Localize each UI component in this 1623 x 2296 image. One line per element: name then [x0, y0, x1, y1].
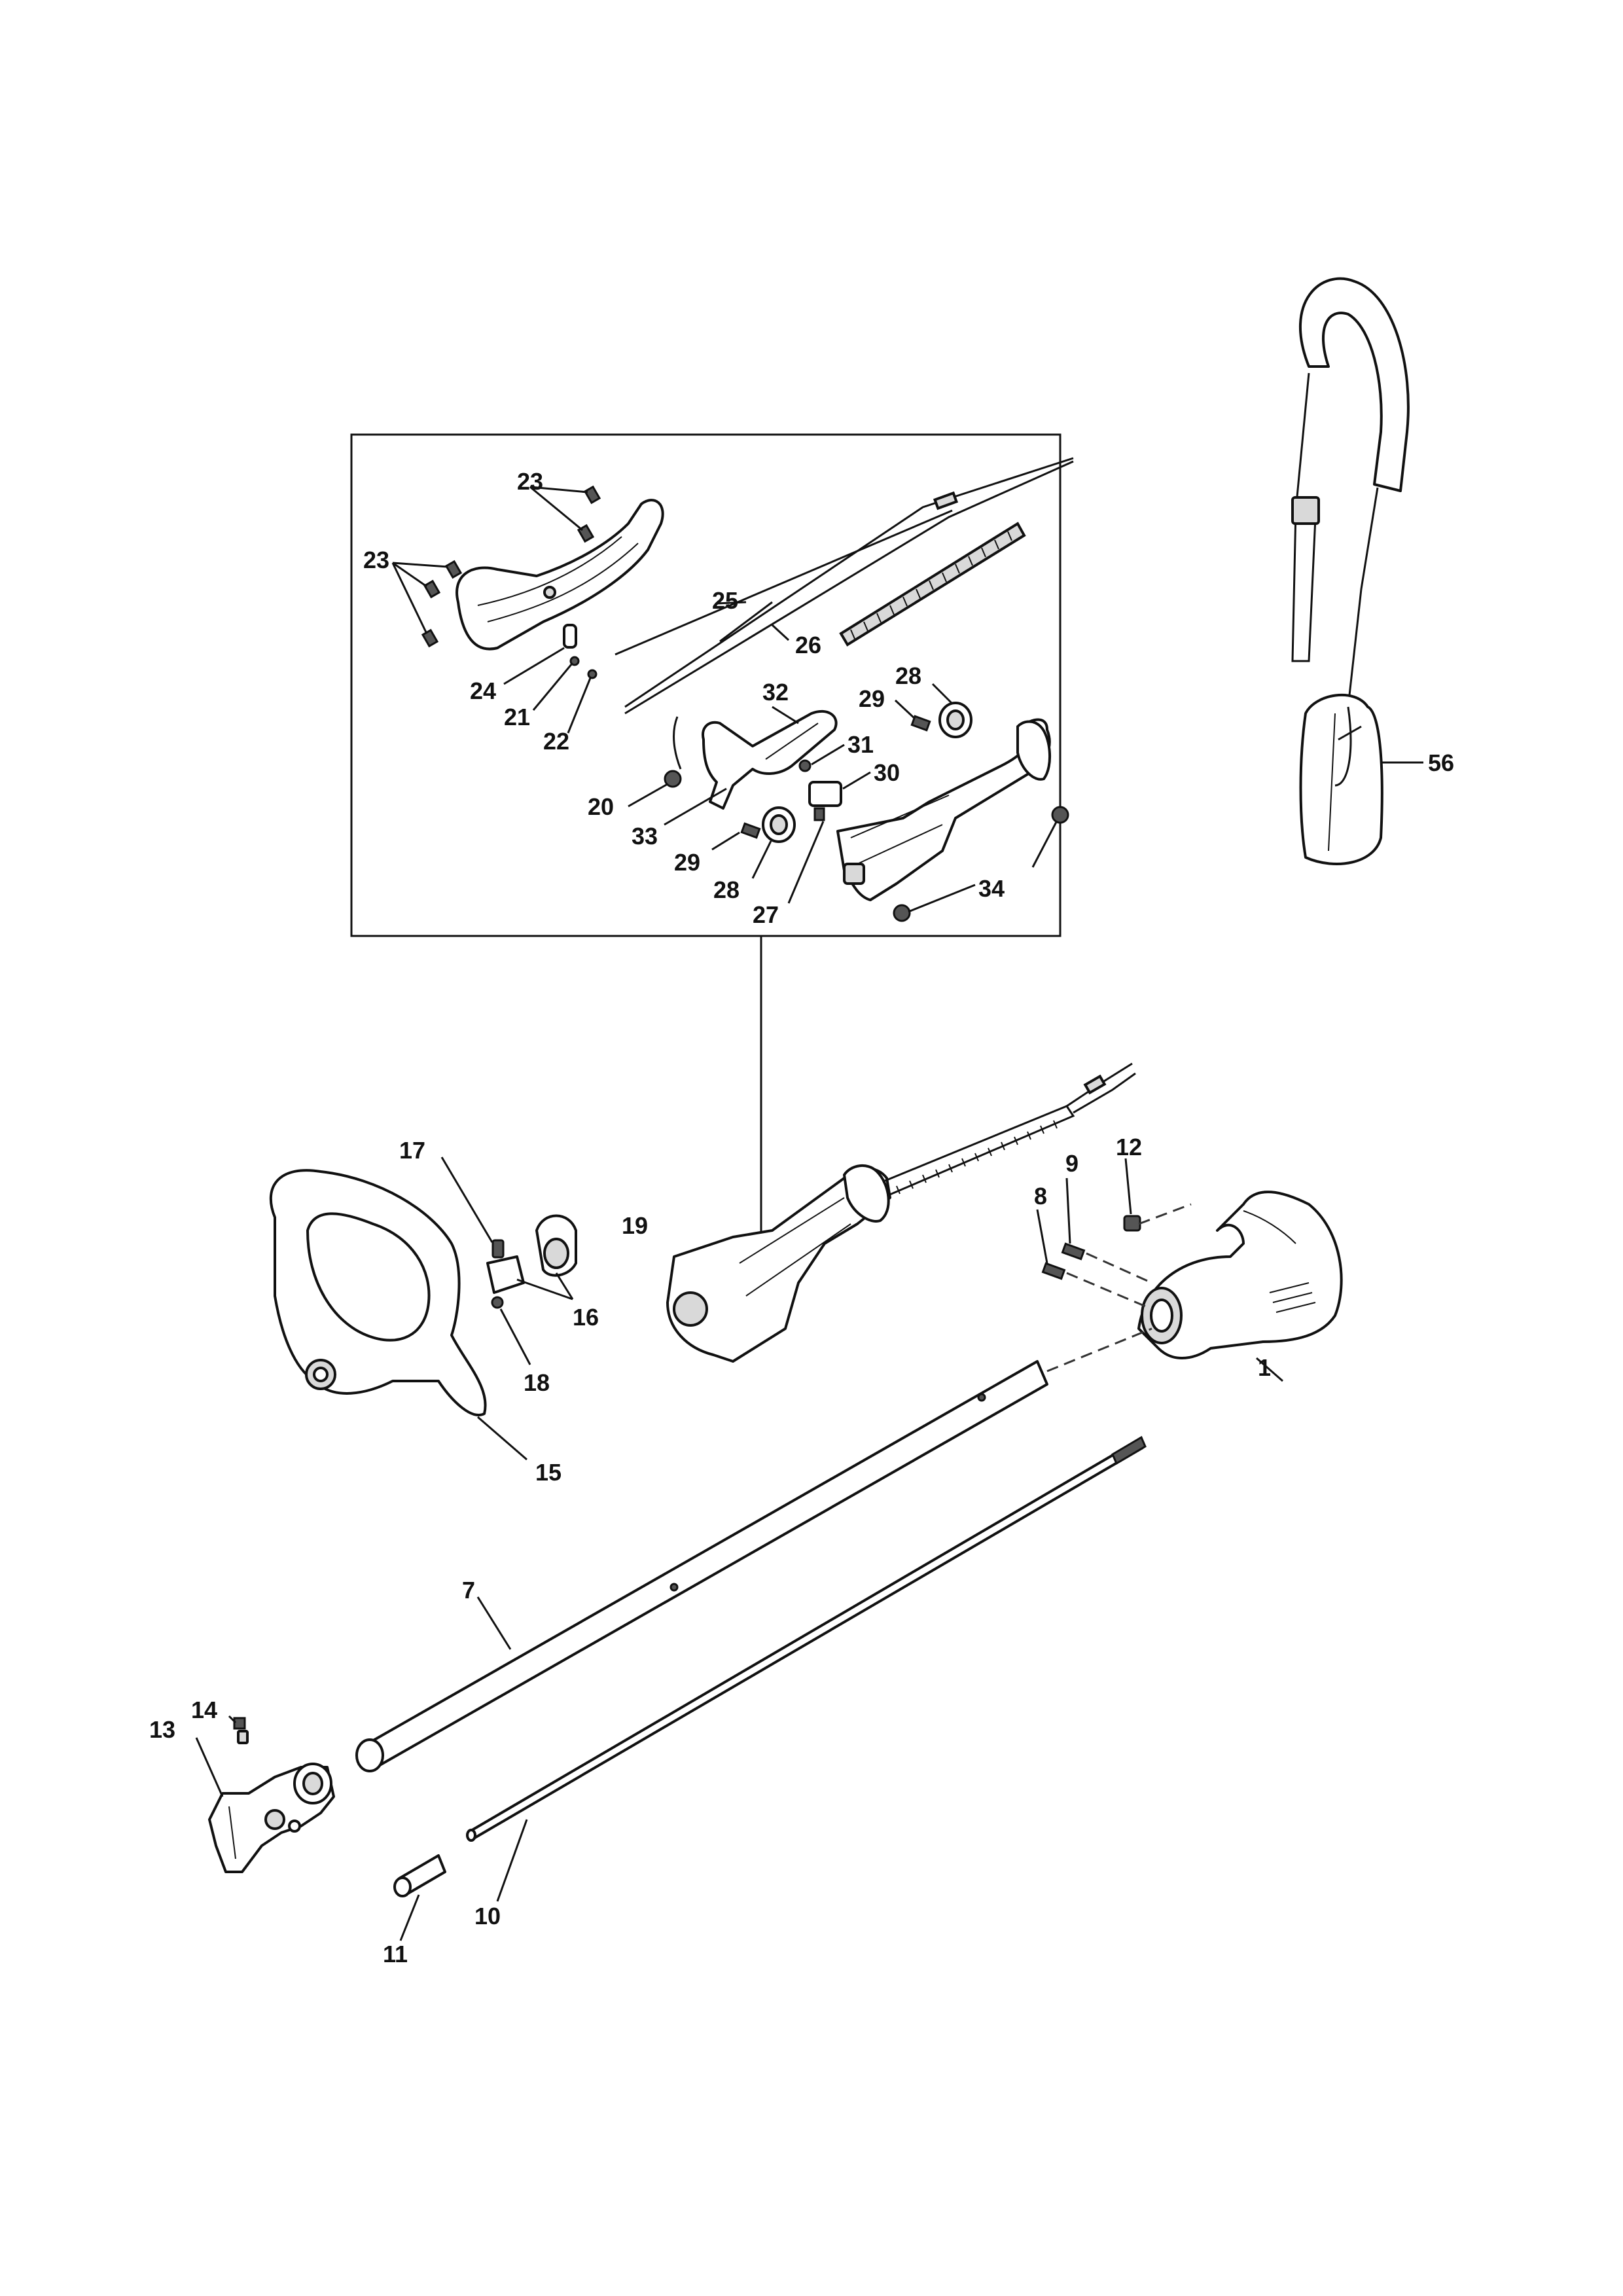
label-30: 30	[874, 759, 900, 786]
label-22: 22	[543, 728, 569, 755]
flex-spring	[839, 522, 1026, 647]
bushing	[393, 1854, 446, 1897]
label-14: 14	[191, 1696, 217, 1723]
drive-shaft	[466, 1435, 1147, 1842]
engine-mount-cover	[1137, 1191, 1343, 1359]
label-23b: 23	[363, 547, 389, 573]
label-29a: 29	[859, 685, 885, 712]
drive-shaft-tube	[355, 1360, 1048, 1772]
label-23a: 23	[517, 468, 543, 495]
part-labels: 23 23 25 26 24 21 22 32 29 28 31 30 20 3…	[149, 468, 1454, 1967]
label-9: 9	[1065, 1150, 1079, 1177]
shoulder-strap	[1291, 277, 1410, 865]
clamp-top	[910, 702, 972, 738]
label-27: 27	[753, 901, 779, 928]
label-28a: 28	[895, 662, 921, 689]
stop-switch	[808, 781, 842, 807]
label-7: 7	[462, 1577, 475, 1604]
label-28b: 28	[713, 876, 740, 903]
label-13: 13	[149, 1716, 175, 1743]
label-20: 20	[588, 793, 614, 820]
label-21: 21	[504, 704, 530, 730]
handle-lower-half	[836, 718, 1052, 901]
label-25: 25	[712, 587, 738, 614]
label-19: 19	[622, 1212, 648, 1239]
label-12: 12	[1116, 1134, 1142, 1160]
loop-handle	[269, 1169, 487, 1416]
clamp-16	[486, 1214, 577, 1294]
label-29b: 29	[674, 849, 700, 876]
bolt-9	[1061, 1242, 1086, 1261]
throttle-lever	[673, 709, 838, 810]
screw-17	[491, 1239, 505, 1259]
gear-head	[208, 1763, 335, 1873]
label-31: 31	[847, 731, 874, 758]
label-34: 34	[978, 875, 1005, 902]
bolt-8	[1041, 1262, 1066, 1280]
nut-20	[664, 770, 682, 788]
label-16: 16	[573, 1304, 599, 1331]
label-32: 32	[762, 679, 789, 706]
grease-plug	[233, 1717, 249, 1744]
label-11: 11	[383, 1941, 408, 1967]
handle-upper-half	[455, 499, 664, 651]
label-1: 1	[1258, 1354, 1271, 1381]
label-56: 56	[1428, 749, 1454, 776]
label-24: 24	[470, 677, 496, 704]
clamp-bottom	[740, 806, 796, 843]
label-18: 18	[524, 1369, 550, 1396]
switch-spring-24	[563, 624, 577, 649]
label-33: 33	[632, 823, 658, 850]
bolt-12	[1123, 1215, 1141, 1232]
label-8: 8	[1034, 1183, 1047, 1210]
label-10: 10	[474, 1903, 501, 1929]
throttle-cables	[615, 457, 1074, 715]
screws-23	[421, 485, 601, 648]
label-17: 17	[399, 1137, 425, 1164]
label-26: 26	[795, 632, 821, 658]
detail-frame	[350, 433, 1061, 937]
nut-18	[491, 1296, 504, 1309]
handle-assembly	[666, 1062, 1136, 1363]
label-15: 15	[535, 1459, 562, 1486]
